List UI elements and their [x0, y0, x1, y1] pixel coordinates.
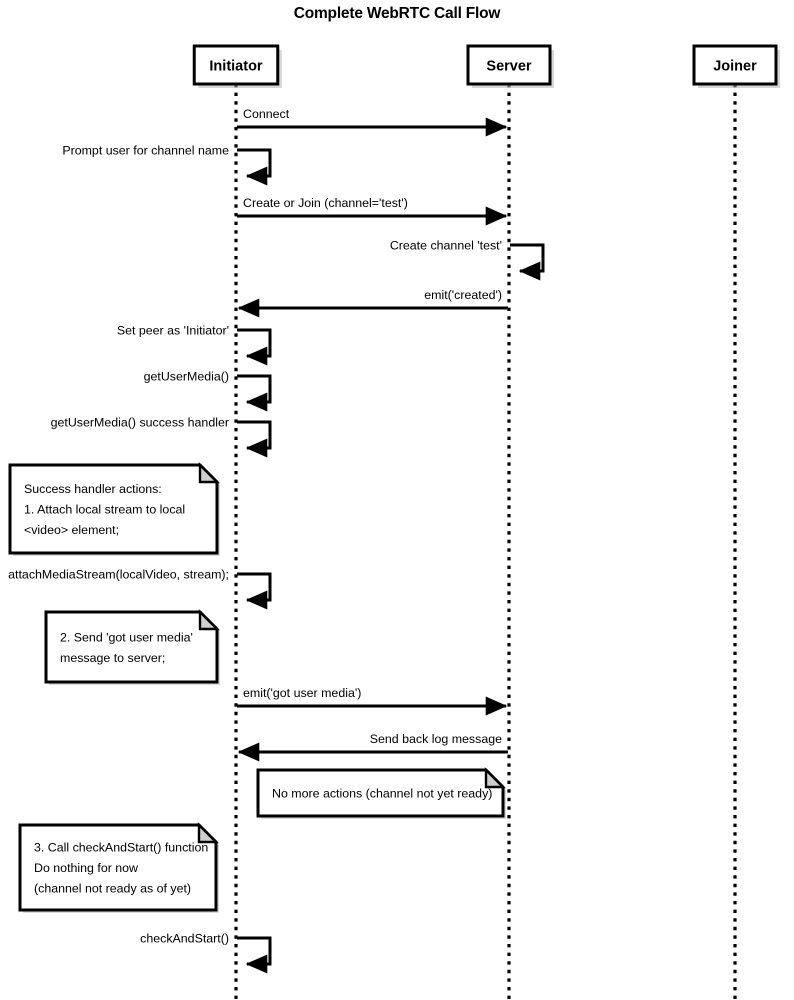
- note-fold-n3: [484, 767, 506, 789]
- lifeline-head-box-server: [466, 44, 552, 86]
- note-n2: 2. Send 'got user media' message to serve…: [44, 609, 220, 685]
- message-m6[interactable]: Set peer as 'Initiator': [117, 324, 272, 366]
- diagram-title: Complete WebRTC Call Flow: [294, 5, 502, 22]
- message-m4[interactable]: Create channel 'test': [390, 239, 545, 281]
- note-fold-n2: [198, 609, 220, 631]
- lifeline-head-initiator[interactable]: Initiator: [192, 44, 282, 88]
- note-n1: Success handler actions: 1. Attach local …: [8, 462, 220, 556]
- note-line-n1-0: Success handler actions:: [24, 482, 162, 496]
- message-arrow-m6: [237, 328, 272, 366]
- message-label-m2: Prompt user for channel name: [62, 144, 229, 158]
- message-label-m4: Create channel 'test': [390, 239, 502, 253]
- message-arrow-m8: [237, 420, 272, 458]
- note-fold-n1: [198, 462, 220, 484]
- message-m9[interactable]: attachMediaStream(localVideo, stream);: [8, 568, 272, 610]
- message-arrow-m9: [237, 572, 272, 610]
- note-line-n1-1: 1. Attach local stream to local: [24, 503, 185, 517]
- message-label-m1: Connect: [243, 107, 290, 121]
- note-n4: 3. Call checkAndStart() function Do nothi…: [18, 822, 219, 913]
- note-line-n2-0: 2. Send 'got user media': [60, 630, 193, 644]
- message-label-m7: getUserMedia(): [144, 370, 229, 384]
- note-line-n2-1: message to server;: [60, 651, 165, 665]
- note-line-n4-1: Do nothing for now: [34, 861, 138, 875]
- message-m11[interactable]: Send back log message: [237, 732, 508, 762]
- note-fold-n4: [197, 822, 219, 844]
- message-m12[interactable]: checkAndStart(): [140, 932, 272, 974]
- message-m7[interactable]: getUserMedia(): [144, 370, 272, 412]
- note-line-n3-0: No more actions (channel not yet ready): [272, 787, 492, 801]
- message-m5[interactable]: emit('created'): [237, 288, 508, 318]
- message-label-m8: getUserMedia() success handler: [51, 416, 229, 430]
- message-label-m12: checkAndStart(): [140, 932, 229, 946]
- message-arrow-m12: [237, 936, 272, 974]
- message-label-m9: attachMediaStream(localVideo, stream);: [8, 568, 229, 582]
- message-arrow-m2: [237, 148, 272, 186]
- message-m10[interactable]: emit('got user media'): [237, 686, 508, 716]
- note-line-n4-0: 3. Call checkAndStart() function: [34, 841, 208, 855]
- message-label-m5: emit('created'): [424, 288, 502, 302]
- message-label-m10: emit('got user media'): [243, 686, 361, 700]
- lifeline-head-joiner[interactable]: Joiner: [692, 44, 780, 88]
- lifeline-head-box-joiner: [692, 44, 778, 86]
- message-label-m6: Set peer as 'Initiator': [117, 324, 229, 338]
- note-line-n1-2: <video> element;: [24, 523, 119, 537]
- note-body-n4: [18, 823, 218, 912]
- message-arrow-m4: [510, 243, 545, 281]
- lifeline-head-server[interactable]: Server: [466, 44, 554, 88]
- note-body-n1: [8, 463, 219, 555]
- message-label-m3: Create or Join (channel='test'): [243, 196, 408, 210]
- note-line-n4-2: (channel not ready as of yet): [34, 882, 191, 896]
- message-label-m11: Send back log message: [370, 732, 502, 746]
- message-arrow-m7: [237, 374, 272, 412]
- note-n3: No more actions (channel not yet ready): [256, 767, 506, 819]
- message-m1[interactable]: Connect: [237, 107, 508, 137]
- lifeline-label-initiator: Initiator: [209, 58, 263, 74]
- message-m2[interactable]: Prompt user for channel name: [62, 144, 272, 186]
- message-m3[interactable]: Create or Join (channel='test'): [237, 196, 508, 226]
- message-m8[interactable]: getUserMedia() success handler: [51, 416, 272, 458]
- lifeline-label-server: Server: [486, 58, 532, 74]
- note-body-n2: [44, 610, 219, 684]
- lifeline-label-joiner: Joiner: [713, 58, 757, 74]
- note-body-n3: [256, 768, 505, 818]
- lifeline-head-box-initiator: [192, 44, 280, 86]
